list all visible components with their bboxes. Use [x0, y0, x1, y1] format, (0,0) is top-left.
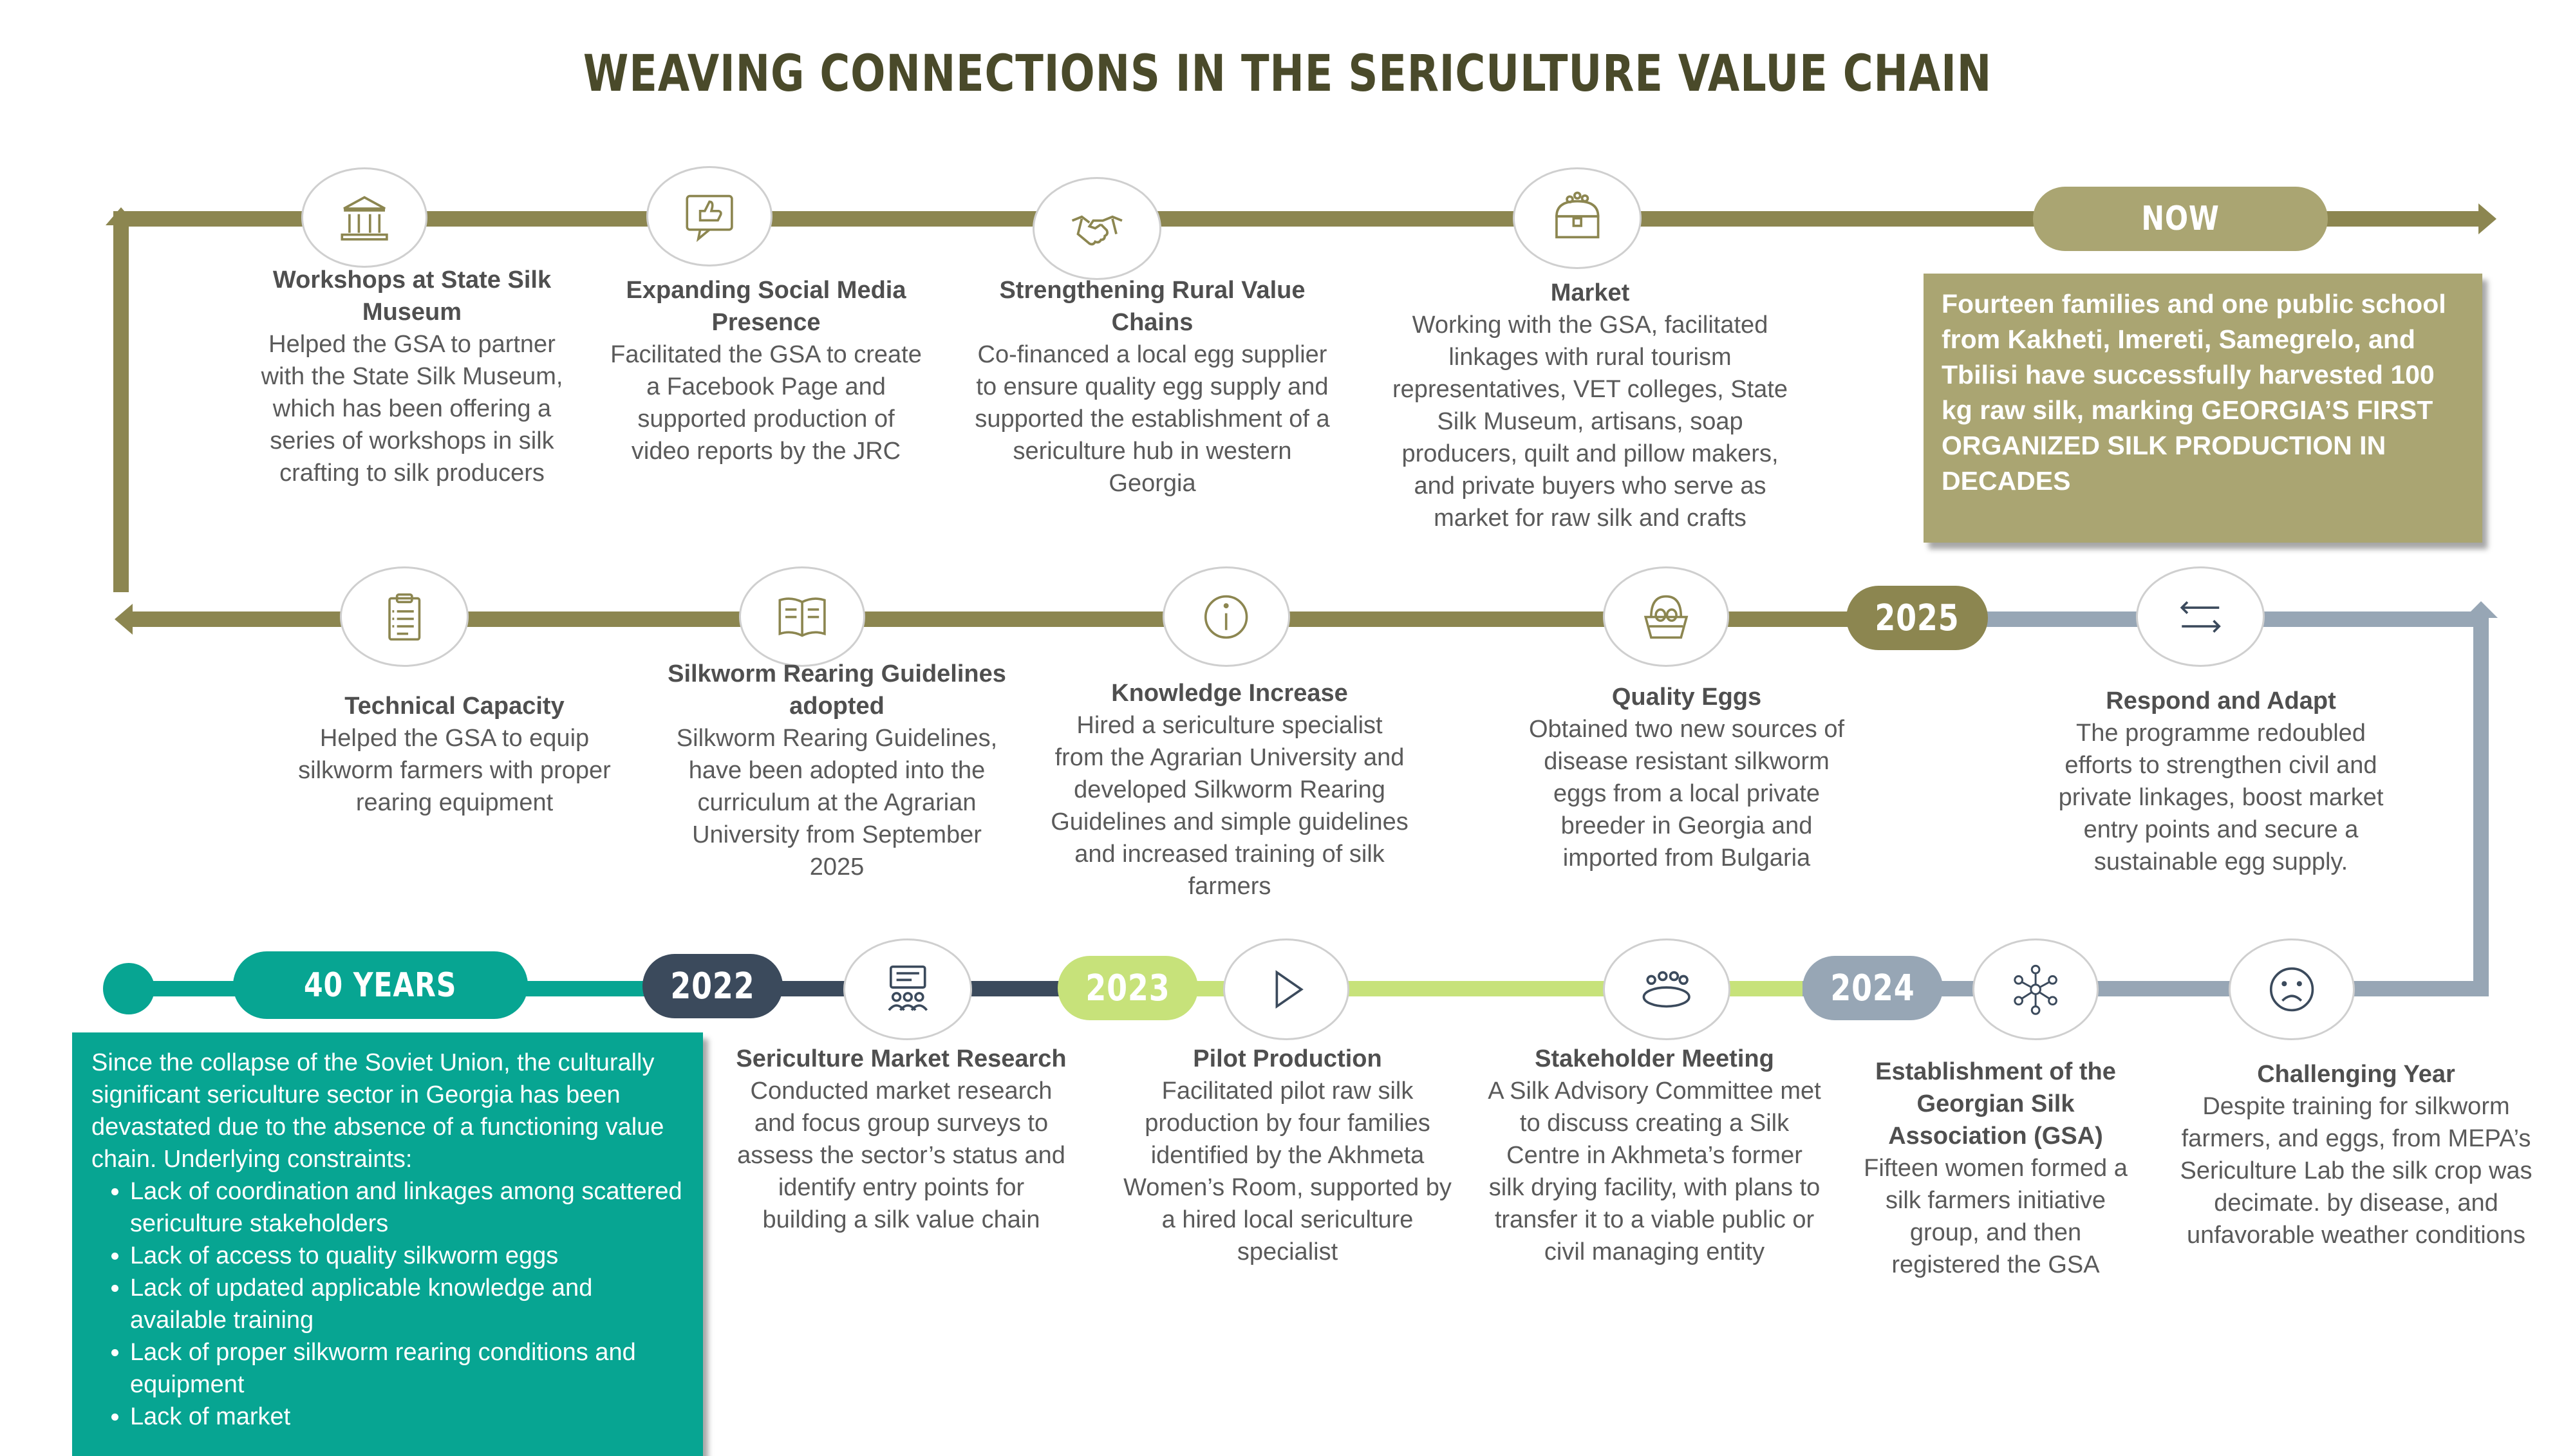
marker-now: NOW	[2033, 187, 2328, 251]
play-icon	[1223, 938, 1349, 1040]
marker-2022: 2022	[642, 954, 783, 1018]
info-icon	[1163, 566, 1290, 667]
intro-box: Since the collapse of the Soviet Union, …	[72, 1032, 703, 1456]
milestone-body: Facilitated pilot raw silk production by…	[1123, 1078, 1452, 1265]
milestone-gsa-establishment: Establishment of the Georgian Silk Assoc…	[1854, 1056, 2137, 1281]
milestone-quality-eggs: Quality Eggs Obtained two new sources of…	[1519, 681, 1854, 874]
milestone-knowledge-increase: Knowledge Increase Hired a sericulture s…	[1049, 677, 1410, 902]
milestone-title: Pilot Production	[1193, 1045, 1382, 1072]
milestone-body: Co-financed a local egg supplier to ensu…	[975, 341, 1330, 497]
milestone-title: Strengthening Rural Value Chains	[999, 277, 1306, 336]
marker-2023: 2023	[1058, 956, 1198, 1020]
milestone-body: Fifteen women formed a silk farmers init…	[1864, 1155, 2128, 1278]
middle-left-arrowhead	[115, 604, 133, 635]
museum-icon	[301, 167, 427, 268]
constraint-item: Lack of access to quality silkworm eggs	[130, 1240, 684, 1272]
sad-face-icon	[2229, 938, 2355, 1040]
page-title: WEAVING CONNECTIONS IN THE SERICULTURE V…	[583, 45, 1992, 103]
marker-2024: 2024	[1803, 956, 1943, 1020]
milestone-technical-capacity: Technical Capacity Helped the GSA to equ…	[294, 690, 615, 819]
marker-40-years: 40 YEARS	[233, 951, 528, 1019]
constraint-item: Lack of coordination and linkages among …	[130, 1175, 684, 1240]
right-vertical-line	[2473, 618, 2489, 982]
left-vertical-line	[113, 225, 129, 592]
constraints-list: Lack of coordination and linkages among …	[91, 1175, 684, 1433]
milestone-body: Silkworm Rearing Guidelines, have been a…	[676, 725, 998, 881]
milestone-pilot-production: Pilot Production Facilitated pilot raw s…	[1114, 1043, 1461, 1268]
milestone-market-research: Sericulture Market Research Conducted ma…	[734, 1043, 1069, 1236]
milestone-rural-value-chains: Strengthening Rural Value Chains Co-fina…	[972, 274, 1333, 499]
milestone-body: The programme redoubled efforts to stren…	[2058, 720, 2384, 875]
handshake-icon	[1033, 177, 1161, 280]
milestone-title: Expanding Social Media Presence	[626, 277, 906, 336]
milestone-guidelines-adopted: Silkworm Rearing Guidelines adopted Silk…	[663, 658, 1011, 883]
right-up-arrowhead	[2464, 601, 2498, 618]
milestone-body: Despite training for silkworm farmers, a…	[2180, 1093, 2533, 1249]
milestone-market: Market Working with the GSA, facilitated…	[1384, 277, 1796, 534]
clipboard-icon	[340, 566, 469, 667]
network-icon	[1972, 938, 2099, 1040]
milestone-title: Technical Capacity	[344, 693, 565, 720]
milestone-body: Conducted market research and focus grou…	[737, 1078, 1065, 1233]
milestone-workshops: Workshops at State Silk Museum Helped th…	[251, 264, 573, 489]
milestone-title: Sericulture Market Research	[736, 1045, 1067, 1072]
timeline-start-dot	[103, 963, 154, 1014]
milestone-title: Quality Eggs	[1611, 684, 1762, 711]
milestone-body: Obtained two new sources of disease resi…	[1528, 716, 1845, 872]
milestone-body: Helped the GSA to equip silkworm farmers…	[298, 725, 611, 816]
milestone-body: Working with the GSA, facilitated linkag…	[1392, 312, 1788, 532]
milestone-title: Market	[1550, 279, 1630, 306]
milestone-body: A Silk Advisory Committee met to discuss…	[1488, 1078, 1821, 1265]
top-arrowhead	[2478, 203, 2496, 234]
milestone-respond-adapt: Respond and Adapt The programme redouble…	[2041, 685, 2401, 878]
milestone-title: Workshops at State Silk Museum	[272, 266, 552, 326]
treasure-chest-icon	[1513, 167, 1642, 269]
marker-2025: 2025	[1846, 586, 1988, 650]
constraint-item: Lack of market	[130, 1401, 684, 1433]
milestone-title: Knowledge Increase	[1111, 680, 1348, 707]
now-summary-box: Fourteen families and one public school …	[1924, 274, 2482, 543]
milestone-title: Challenging Year	[2257, 1061, 2455, 1088]
milestone-title: Establishment of the Georgian Silk Assoc…	[1875, 1058, 2116, 1150]
presentation-icon	[843, 938, 972, 1040]
meeting-table-icon	[1603, 938, 1730, 1040]
milestone-body: Helped the GSA to partner with the State…	[261, 331, 563, 487]
open-book-icon	[739, 566, 865, 667]
milestone-social-media: Expanding Social Media Presence Facilita…	[605, 274, 927, 467]
milestone-stakeholder-meeting: Stakeholder Meeting A Silk Advisory Comm…	[1487, 1043, 1822, 1268]
constraint-item: Lack of updated applicable knowledge and…	[130, 1272, 684, 1336]
milestone-title: Respond and Adapt	[2106, 687, 2336, 714]
constraint-item: Lack of proper silkworm rearing conditio…	[130, 1336, 684, 1401]
milestone-body: Hired a sericulture specialist from the …	[1051, 712, 1409, 900]
milestone-body: Facilitated the GSA to create a Facebook…	[610, 341, 922, 465]
egg-basket-icon	[1603, 566, 1729, 667]
thumbs-up-icon	[646, 166, 772, 266]
arrows-exchange-icon	[2136, 566, 2265, 667]
milestone-title: Stakeholder Meeting	[1535, 1045, 1774, 1072]
milestone-title: Silkworm Rearing Guidelines adopted	[668, 660, 1006, 720]
milestone-challenging-year: Challenging Year Despite training for si…	[2169, 1058, 2543, 1251]
intro-text: Since the collapse of the Soviet Union, …	[91, 1049, 664, 1173]
